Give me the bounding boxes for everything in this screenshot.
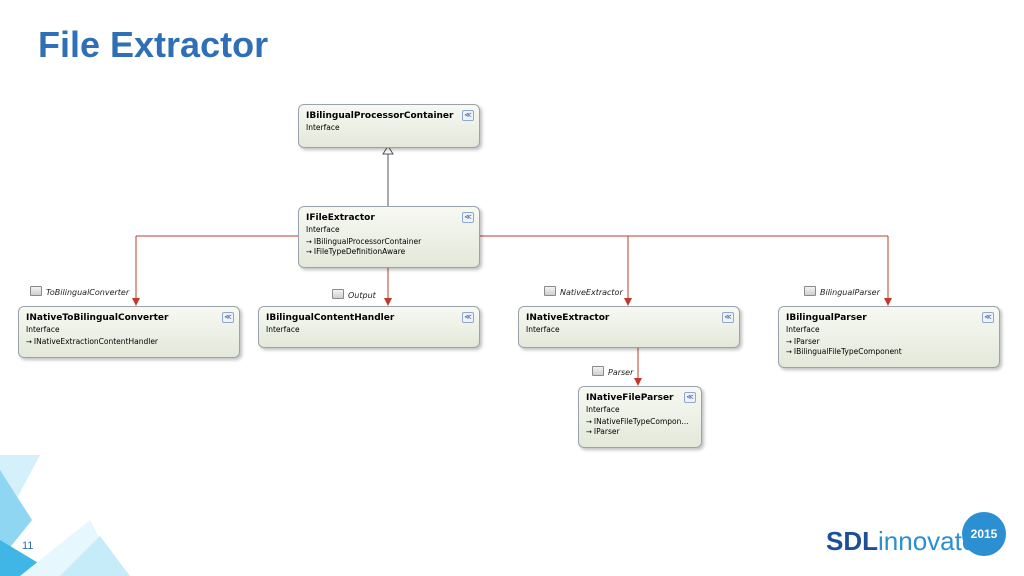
- implements-icon: →: [306, 248, 312, 256]
- class-name: IBilingualContentHandler: [266, 313, 395, 323]
- double-chevron-down-icon[interactable]: ≪: [684, 392, 696, 403]
- class-box-ifileextractor[interactable]: IFileExtractor Interface →IBilingualProc…: [298, 206, 480, 268]
- property-icon: [332, 289, 344, 299]
- class-stereotype: Interface: [786, 325, 820, 334]
- class-box-ibilingualparser[interactable]: IBilingualParser Interface →IParser →IBi…: [778, 306, 1000, 368]
- implements-icon: →: [306, 238, 312, 246]
- arrowhead-to-bilingual-converter: [132, 298, 140, 306]
- implements-icon: →: [586, 428, 592, 436]
- class-stereotype: Interface: [306, 225, 340, 234]
- double-chevron-down-icon[interactable]: ≪: [982, 312, 994, 323]
- class-stereotype: Interface: [26, 325, 60, 334]
- implements-icon: →: [786, 348, 792, 356]
- member-item: →INativeExtractionContentHandler: [26, 337, 159, 346]
- member-list: →INativeFileTypeCompon... →IParser: [586, 417, 689, 437]
- implements-icon: →: [586, 418, 592, 426]
- arrowhead-bilingual-parser: [884, 298, 892, 306]
- logo-brand: SDL: [826, 526, 878, 556]
- inheritance-arrowhead: [382, 145, 394, 155]
- arrowhead-native-extractor: [624, 298, 632, 306]
- implements-icon: →: [786, 338, 792, 346]
- assoc-label-output: Output: [332, 289, 376, 300]
- class-name: INativeToBilingualConverter: [26, 313, 169, 323]
- member-list: →IBilingualProcessorContainer →IFileType…: [306, 237, 421, 257]
- class-name: IBilingualProcessorContainer: [306, 111, 454, 121]
- class-stereotype: Interface: [526, 325, 560, 334]
- assoc-label-to-bilingual-converter: ToBilingualConverter: [30, 286, 129, 297]
- logo-product: innovate: [878, 526, 977, 556]
- class-box-ibilingualcontenthandler[interactable]: IBilingualContentHandler Interface ≪: [258, 306, 480, 348]
- double-chevron-down-icon[interactable]: ≪: [222, 312, 234, 323]
- logo-year-badge: 2015: [962, 512, 1006, 556]
- assoc-label-native-extractor: NativeExtractor: [544, 286, 623, 297]
- class-name: IBilingualParser: [786, 313, 867, 323]
- double-chevron-down-icon[interactable]: ≪: [462, 312, 474, 323]
- page-number: 11: [22, 540, 34, 552]
- class-box-inativefileparser[interactable]: INativeFileParser Interface →INativeFile…: [578, 386, 702, 448]
- property-icon: [544, 286, 556, 296]
- arrowhead-parser: [634, 378, 642, 386]
- class-box-ibilingualprocessorcontainer[interactable]: IBilingualProcessorContainer Interface ≪: [298, 104, 480, 148]
- class-name: INativeExtractor: [526, 313, 610, 323]
- member-item: →IBilingualFileTypeComponent: [786, 347, 902, 356]
- arrowhead-output: [384, 298, 392, 306]
- member-item: →IParser: [586, 427, 620, 436]
- property-icon: [592, 366, 604, 376]
- member-item: →INativeFileTypeCompon...: [586, 417, 689, 426]
- class-name: INativeFileParser: [586, 393, 674, 403]
- class-box-inativetobilingualconverter[interactable]: INativeToBilingualConverter Interface →I…: [18, 306, 240, 358]
- assoc-label-parser: Parser: [592, 366, 633, 377]
- class-box-inativeextractor[interactable]: INativeExtractor Interface ≪: [518, 306, 740, 348]
- implements-icon: →: [26, 338, 32, 346]
- class-stereotype: Interface: [306, 123, 340, 132]
- class-name: IFileExtractor: [306, 213, 375, 223]
- sdl-innovate-logo: SDL innovate 2015: [826, 512, 1016, 568]
- member-list: →IParser →IBilingualFileTypeComponent: [786, 337, 902, 357]
- property-icon: [30, 286, 42, 296]
- member-item: →IBilingualProcessorContainer: [306, 237, 422, 246]
- class-stereotype: Interface: [586, 405, 620, 414]
- double-chevron-down-icon[interactable]: ≪: [462, 110, 474, 121]
- double-chevron-down-icon[interactable]: ≪: [722, 312, 734, 323]
- double-chevron-down-icon[interactable]: ≪: [462, 212, 474, 223]
- page-title: File Extractor: [38, 24, 269, 65]
- member-item: →IParser: [786, 337, 820, 346]
- member-list: →INativeExtractionContentHandler: [26, 337, 158, 347]
- assoc-label-bilingual-parser: BilingualParser: [804, 286, 880, 297]
- class-stereotype: Interface: [266, 325, 300, 334]
- property-icon: [804, 286, 816, 296]
- member-item: →IFileTypeDefinitionAware: [306, 247, 406, 256]
